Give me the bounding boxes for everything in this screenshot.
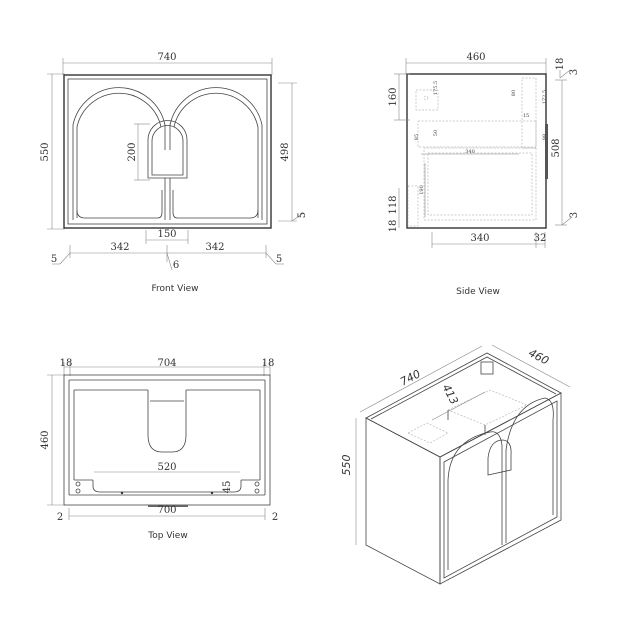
iso-depth-dim: 460 xyxy=(526,346,551,367)
side-dim-85: 85 xyxy=(414,134,420,140)
side-dim-80: 80 xyxy=(511,90,517,96)
side-door-thickness-dim: 32 xyxy=(534,233,547,244)
front-gap-center-dim: 6 xyxy=(173,260,179,271)
top-cutout-depth-dim: 45 xyxy=(222,481,233,494)
top-view-caption: Top View xyxy=(147,531,187,541)
front-view-caption: Front View xyxy=(152,284,199,294)
side-inner-depth-dim: 340 xyxy=(470,233,489,244)
side-dim-190: 190 xyxy=(419,185,425,195)
top-view: 18 704 18 460 520 45 700 2 2 Top V xyxy=(40,358,278,541)
side-drawer-depth-dim: 340 xyxy=(465,149,475,155)
front-door-height-dim: 498 xyxy=(280,142,291,161)
side-upper-dim: 160 xyxy=(388,87,399,106)
side-top-gap-dim: 3 xyxy=(569,69,580,75)
top-left-panel-dim: 18 xyxy=(60,358,73,369)
isometric-view: 740 460 413 550 xyxy=(340,344,571,585)
front-bottom-gap-dim: 5 xyxy=(297,212,308,218)
side-base-dim: 18 xyxy=(388,220,399,233)
top-gap-right-dim: 2 xyxy=(272,512,278,523)
front-gap-right-dim: 5 xyxy=(276,254,282,265)
front-view: 740 550 498 5 200 xyxy=(40,52,308,294)
iso-inner-dim: 413 xyxy=(439,382,460,407)
top-gap-left-dim: 2 xyxy=(57,512,63,523)
front-width-dim: 740 xyxy=(157,52,176,63)
side-dim-15: 15 xyxy=(523,113,529,119)
side-view: 460 175.5 80 172.5 15 50 85 98 340 190 1… xyxy=(388,52,580,297)
front-left-door-dim: 342 xyxy=(110,242,129,253)
top-inner-width-dim: 704 xyxy=(157,358,176,369)
iso-width-dim: 740 xyxy=(398,367,423,388)
side-view-caption: Side View xyxy=(456,287,500,297)
top-door-width-dim: 700 xyxy=(157,505,176,516)
side-dim-50: 50 xyxy=(433,130,439,136)
side-top-dim: 18 xyxy=(555,58,566,71)
front-height-dim: 550 xyxy=(40,142,51,161)
front-gap-left-dim: 5 xyxy=(51,254,57,265)
side-dim-175-5: 175.5 xyxy=(433,81,439,95)
iso-height-dim: 550 xyxy=(340,455,353,476)
side-lower-dim: 118 xyxy=(388,195,399,214)
side-bottom-gap-dim: 3 xyxy=(569,212,580,218)
front-handle-width-dim: 150 xyxy=(157,229,176,240)
side-door-height-dim: 508 xyxy=(551,138,562,157)
top-right-panel-dim: 18 xyxy=(262,358,275,369)
front-right-door-dim: 342 xyxy=(205,242,224,253)
front-handle-height-dim: 200 xyxy=(127,142,138,161)
top-cutout-width-dim: 520 xyxy=(157,462,176,473)
side-dim-172-5: 172.5 xyxy=(542,90,548,104)
top-depth-dim: 460 xyxy=(40,430,51,449)
side-dim-98: 98 xyxy=(542,134,548,140)
side-depth-dim: 460 xyxy=(466,52,485,63)
